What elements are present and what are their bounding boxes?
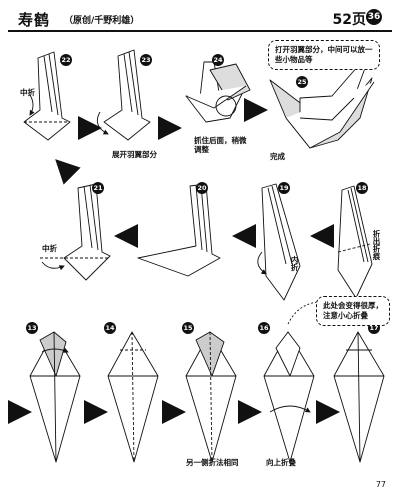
step-number-23: 23 (140, 54, 152, 66)
step-number-19: 19 (278, 182, 290, 194)
label-step-23: 展开羽翼部分 (112, 150, 157, 159)
label-step-19: 内折 (290, 256, 299, 271)
step-number-25: 25 (296, 76, 308, 88)
step-number-18: 18 (356, 182, 368, 194)
diagram-step-17 (333, 331, 385, 463)
label-step-21: 中折 (42, 244, 57, 253)
diagram-step-24 (185, 61, 251, 123)
label-step-15: 另一侧折法相同 (186, 458, 239, 467)
diagram-step-25 (269, 59, 375, 149)
diagram-step-20 (137, 183, 221, 277)
step-number-22: 22 (60, 54, 72, 66)
diagram-step-15 (185, 331, 237, 463)
step-number-15: 15 (182, 322, 194, 334)
step-number-21: 21 (92, 182, 104, 194)
label-step-22: 中折 (20, 88, 35, 97)
page-subtitle: （原创/千野利雄） (64, 16, 140, 26)
header-rule (8, 30, 392, 32)
diagram-step-16 (263, 331, 315, 463)
note-step-16: 此处会变得很厚， 注意小心折叠 (316, 296, 390, 326)
page-reference: 52页 (332, 12, 366, 28)
label-step-25: 完成 (270, 152, 285, 161)
diagram-step-18 (337, 185, 373, 299)
page-title: 寿鹤 (18, 11, 51, 29)
label-step-18: 折出折痕 (372, 230, 381, 260)
diagram-step-22 (23, 51, 71, 141)
page-number: 77 (375, 480, 386, 489)
label-step-16: 向上折叠 (266, 458, 296, 467)
note-step-25: 打开羽翼部分，中间可以放一 些小物品等 (268, 40, 380, 70)
diagram-step-23 (96, 49, 151, 141)
diagram-step-13 (29, 331, 81, 463)
step-number-20: 20 (196, 182, 208, 194)
label-step-24: 抓住后面，稍微 调整 (194, 136, 247, 154)
page-header: 寿鹤 （原创/千野利雄） 52页 36 (0, 0, 400, 32)
diagram-step-21 (40, 183, 111, 281)
step-number-16: 16 (258, 322, 270, 334)
diagram-step-14 (107, 331, 159, 463)
diagram-step-19 (257, 183, 301, 301)
step-number-24: 24 (212, 54, 224, 66)
page-reference-badge: 36 (366, 9, 382, 25)
step-number-13: 13 (26, 322, 38, 334)
step-number-14: 14 (104, 322, 116, 334)
